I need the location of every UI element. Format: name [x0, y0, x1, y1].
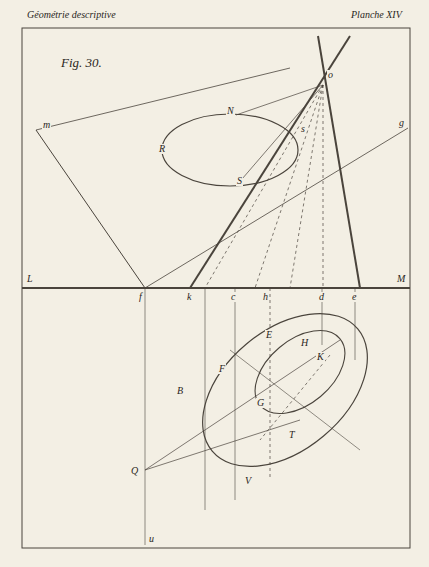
outer-ellipse	[174, 283, 397, 497]
plan-line	[230, 350, 360, 450]
point-letter: u	[148, 534, 155, 544]
plan-line	[145, 420, 300, 470]
point-letter: V	[244, 476, 252, 486]
tangent-line	[236, 85, 323, 186]
plate-heading: Fig. 30.	[60, 56, 103, 69]
point-letter: N	[226, 106, 235, 116]
point-letter: H	[300, 338, 309, 348]
point-letter: M	[396, 274, 406, 284]
point-letter: d	[318, 292, 325, 302]
point-letter: m	[42, 120, 51, 130]
plate-header: Géométrie descriptive	[26, 10, 117, 20]
dashed-line	[323, 85, 324, 288]
point-letter: K	[316, 352, 325, 362]
point-letter: f	[138, 292, 143, 302]
dashed-line	[270, 288, 271, 480]
point-letter: Q	[130, 466, 139, 476]
point-letter: E	[265, 330, 273, 340]
point-letter: F	[218, 364, 226, 374]
dashed-projections	[205, 85, 330, 480]
upper-ellipse	[162, 114, 298, 186]
trace-line	[36, 130, 145, 288]
point-letter: g	[398, 118, 405, 128]
point-letter: T	[288, 430, 296, 440]
construction-lines	[22, 28, 410, 548]
point-letter: R	[158, 144, 166, 154]
point-letter: e	[351, 292, 357, 302]
point-letter: L	[26, 274, 34, 284]
projection-line	[235, 288, 236, 500]
trace-line	[36, 68, 290, 130]
point-letter: k	[186, 292, 192, 302]
thick-trace	[190, 36, 350, 288]
dashed-line	[290, 85, 323, 288]
point-letter: s	[300, 124, 306, 134]
projection-line	[205, 288, 206, 510]
projection-line	[145, 288, 146, 545]
point-letter: S	[236, 176, 243, 186]
point-letter: h	[262, 292, 269, 302]
plate-heading: Planche XIV	[350, 10, 403, 20]
trace-line	[145, 128, 408, 288]
thick-trace	[318, 36, 360, 288]
inner-ellipse	[240, 314, 361, 430]
point-letter: o	[327, 70, 334, 80]
point-letter: B	[176, 386, 184, 396]
vertical-projections	[145, 288, 355, 545]
ground-line	[22, 287, 410, 289]
dashed-line	[205, 85, 323, 288]
dashed-line	[255, 85, 323, 288]
point-letter: c	[230, 292, 236, 302]
plate-frame	[22, 28, 410, 548]
point-letter: G	[256, 398, 265, 408]
